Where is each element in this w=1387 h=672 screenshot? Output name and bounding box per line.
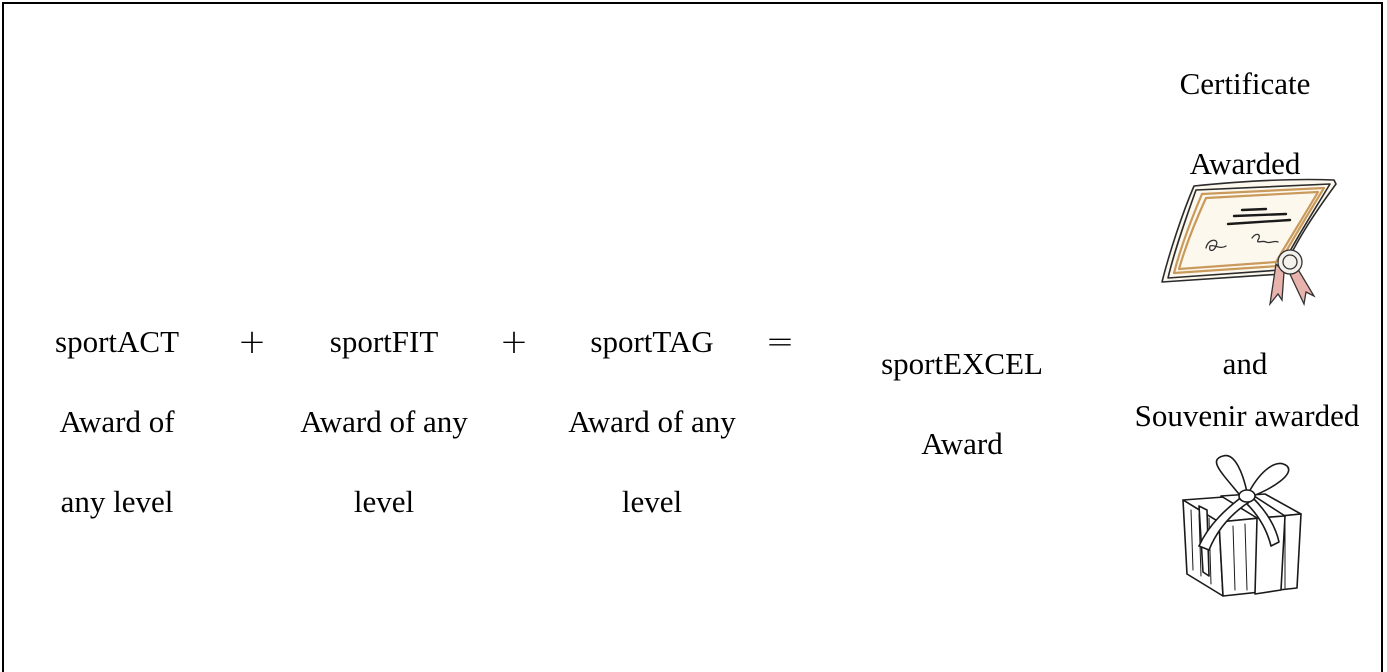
certificate-awarded-label: Certificate Awarded — [1134, 24, 1356, 224]
sportexcel-result: sportEXCEL Award — [852, 304, 1072, 504]
plus-operator-2: + — [499, 322, 529, 362]
sportexcel-award: Award — [921, 426, 1003, 461]
certificate-line2: Awarded — [1189, 146, 1301, 181]
sportact-desc-line1: Award of — [59, 404, 175, 439]
souvenir-awarded-label: Souvenir awarded — [1134, 398, 1360, 433]
sportfit-desc-line2: level — [353, 484, 415, 519]
sportact-term: sportACT Award of any level — [22, 282, 212, 562]
certificate-line1: Certificate — [1179, 66, 1311, 101]
sporttag-desc-line1: Award of any — [568, 404, 736, 439]
plus-operator-1: + — [237, 322, 267, 362]
sporttag-term: sportTAG Award of any level — [542, 282, 762, 562]
equals-operator: = — [765, 322, 795, 362]
sportfit-term: sportFIT Award of any level — [274, 282, 494, 562]
sporttag-desc-line2: level — [621, 484, 683, 519]
gift-box-icon — [1182, 454, 1302, 597]
sportexcel-title: sportEXCEL — [881, 346, 1043, 381]
sporttag-title: sportTAG — [590, 324, 714, 359]
sportfit-title: sportFIT — [329, 324, 439, 359]
sportfit-desc-line1: Award of any — [300, 404, 468, 439]
and-label: and — [1222, 346, 1268, 381]
sportact-title: sportACT — [55, 324, 179, 359]
sportact-desc-line2: any level — [60, 484, 174, 519]
certificate-icon — [1161, 178, 1337, 306]
